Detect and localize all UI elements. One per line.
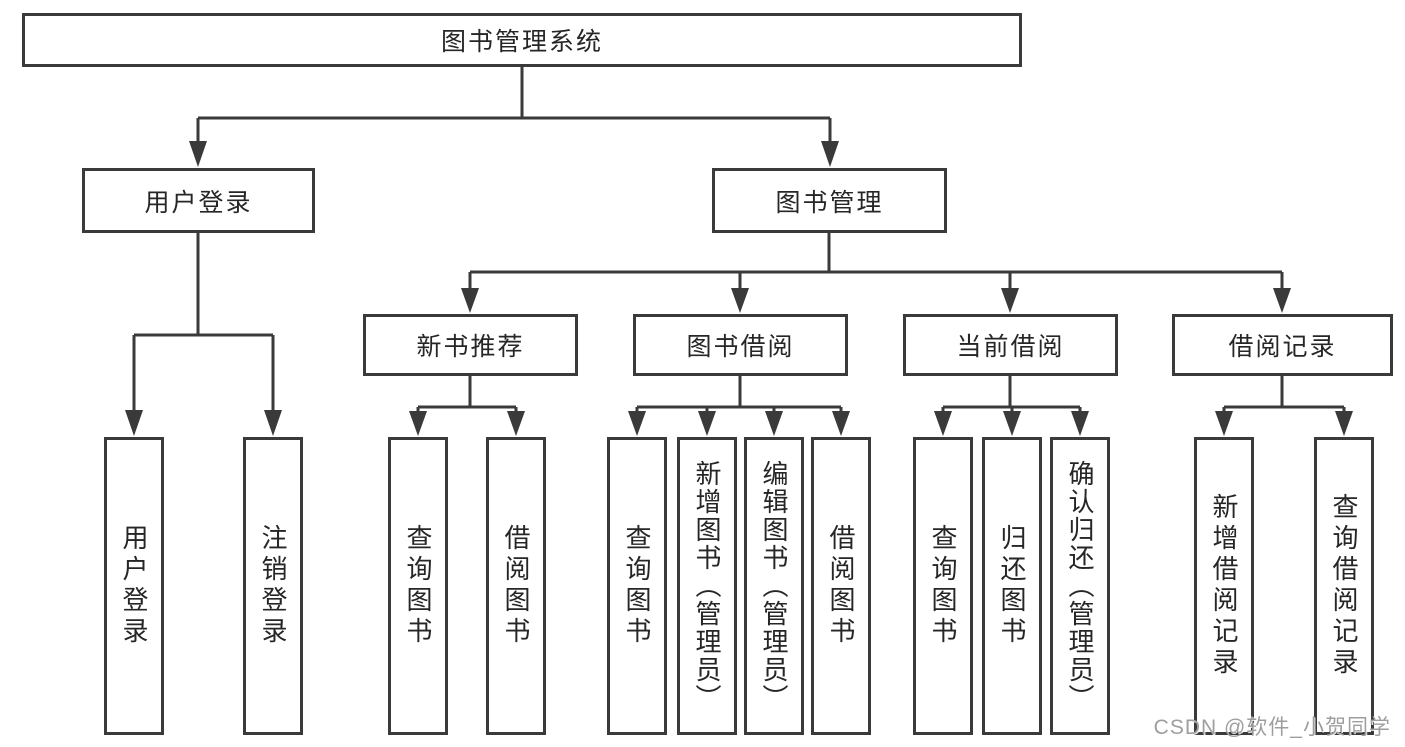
leaf-logout: 注销登录 <box>243 437 303 735</box>
leaf-add-book-admin: 新增图书（管理员） <box>677 437 737 735</box>
leaf-user-login: 用户登录 <box>104 437 164 735</box>
connector-newbook-to-leaves <box>416 376 518 414</box>
connector-root-to-level2 <box>196 67 832 143</box>
connector-currentborrow-to-leaves <box>941 376 1082 414</box>
arrowhead-icons <box>125 141 1353 436</box>
leaf-query-books-current-label: 查询图书 <box>928 524 958 648</box>
node-new-book-recommend-label: 新书推荐 <box>416 333 525 361</box>
leaf-confirm-return-admin: 确认归还（管理员） <box>1050 437 1110 735</box>
connector-bookborrow-to-leaves <box>635 376 843 414</box>
leaf-query-books-recommend: 查询图书 <box>388 437 448 735</box>
leaf-query-books-recommend-label: 查询图书 <box>403 524 433 648</box>
node-root: 图书管理系统 <box>22 13 1022 67</box>
leaf-user-login-label: 用户登录 <box>119 524 149 648</box>
connector-borrowrecords-to-leaves <box>1222 376 1346 414</box>
leaf-logout-label: 注销登录 <box>258 524 288 648</box>
leaf-return-books-label: 归还图书 <box>997 524 1027 648</box>
node-user-login-label: 用户登录 <box>144 188 253 217</box>
leaf-borrow-books: 借阅图书 <box>811 437 871 735</box>
leaf-add-book-admin-label: 新增图书（管理员） <box>692 460 722 712</box>
leaf-edit-book-admin-label: 编辑图书（管理员） <box>759 460 789 712</box>
connector-userlogin-to-leaves <box>132 233 275 412</box>
leaf-query-books-borrow-label: 查询图书 <box>622 524 652 648</box>
leaf-add-borrow-record: 新增借阅记录 <box>1194 437 1254 735</box>
node-current-borrow: 当前借阅 <box>903 314 1118 376</box>
leaf-borrow-books-label: 借阅图书 <box>826 524 856 648</box>
connector-bookmgmt-to-level3 <box>468 233 1284 290</box>
node-book-management: 图书管理 <box>712 168 947 233</box>
leaf-query-borrow-record-label: 查询借阅记录 <box>1329 493 1359 679</box>
leaf-query-books-borrow: 查询图书 <box>607 437 667 735</box>
leaf-query-borrow-record: 查询借阅记录 <box>1314 437 1374 735</box>
leaf-add-borrow-record-label: 新增借阅记录 <box>1209 493 1239 679</box>
node-new-book-recommend: 新书推荐 <box>363 314 578 376</box>
watermark: CSDN @软件_小贺同学 <box>1153 716 1391 739</box>
node-book-borrow-label: 图书借阅 <box>686 333 795 361</box>
leaf-return-books: 归还图书 <box>982 437 1042 735</box>
leaf-query-books-current: 查询图书 <box>913 437 973 735</box>
node-user-login: 用户登录 <box>82 168 315 233</box>
leaf-borrow-books-recommend-label: 借阅图书 <box>501 524 531 648</box>
node-book-borrow: 图书借阅 <box>633 314 848 376</box>
node-current-borrow-label: 当前借阅 <box>956 333 1065 361</box>
leaf-edit-book-admin: 编辑图书（管理员） <box>744 437 804 735</box>
leaf-borrow-books-recommend: 借阅图书 <box>486 437 546 735</box>
node-borrow-records-label: 借阅记录 <box>1228 333 1337 361</box>
node-book-management-label: 图书管理 <box>775 188 884 217</box>
node-root-label: 图书管理系统 <box>440 28 603 56</box>
node-borrow-records: 借阅记录 <box>1172 314 1393 376</box>
leaf-confirm-return-admin-label: 确认归还（管理员） <box>1065 460 1095 712</box>
